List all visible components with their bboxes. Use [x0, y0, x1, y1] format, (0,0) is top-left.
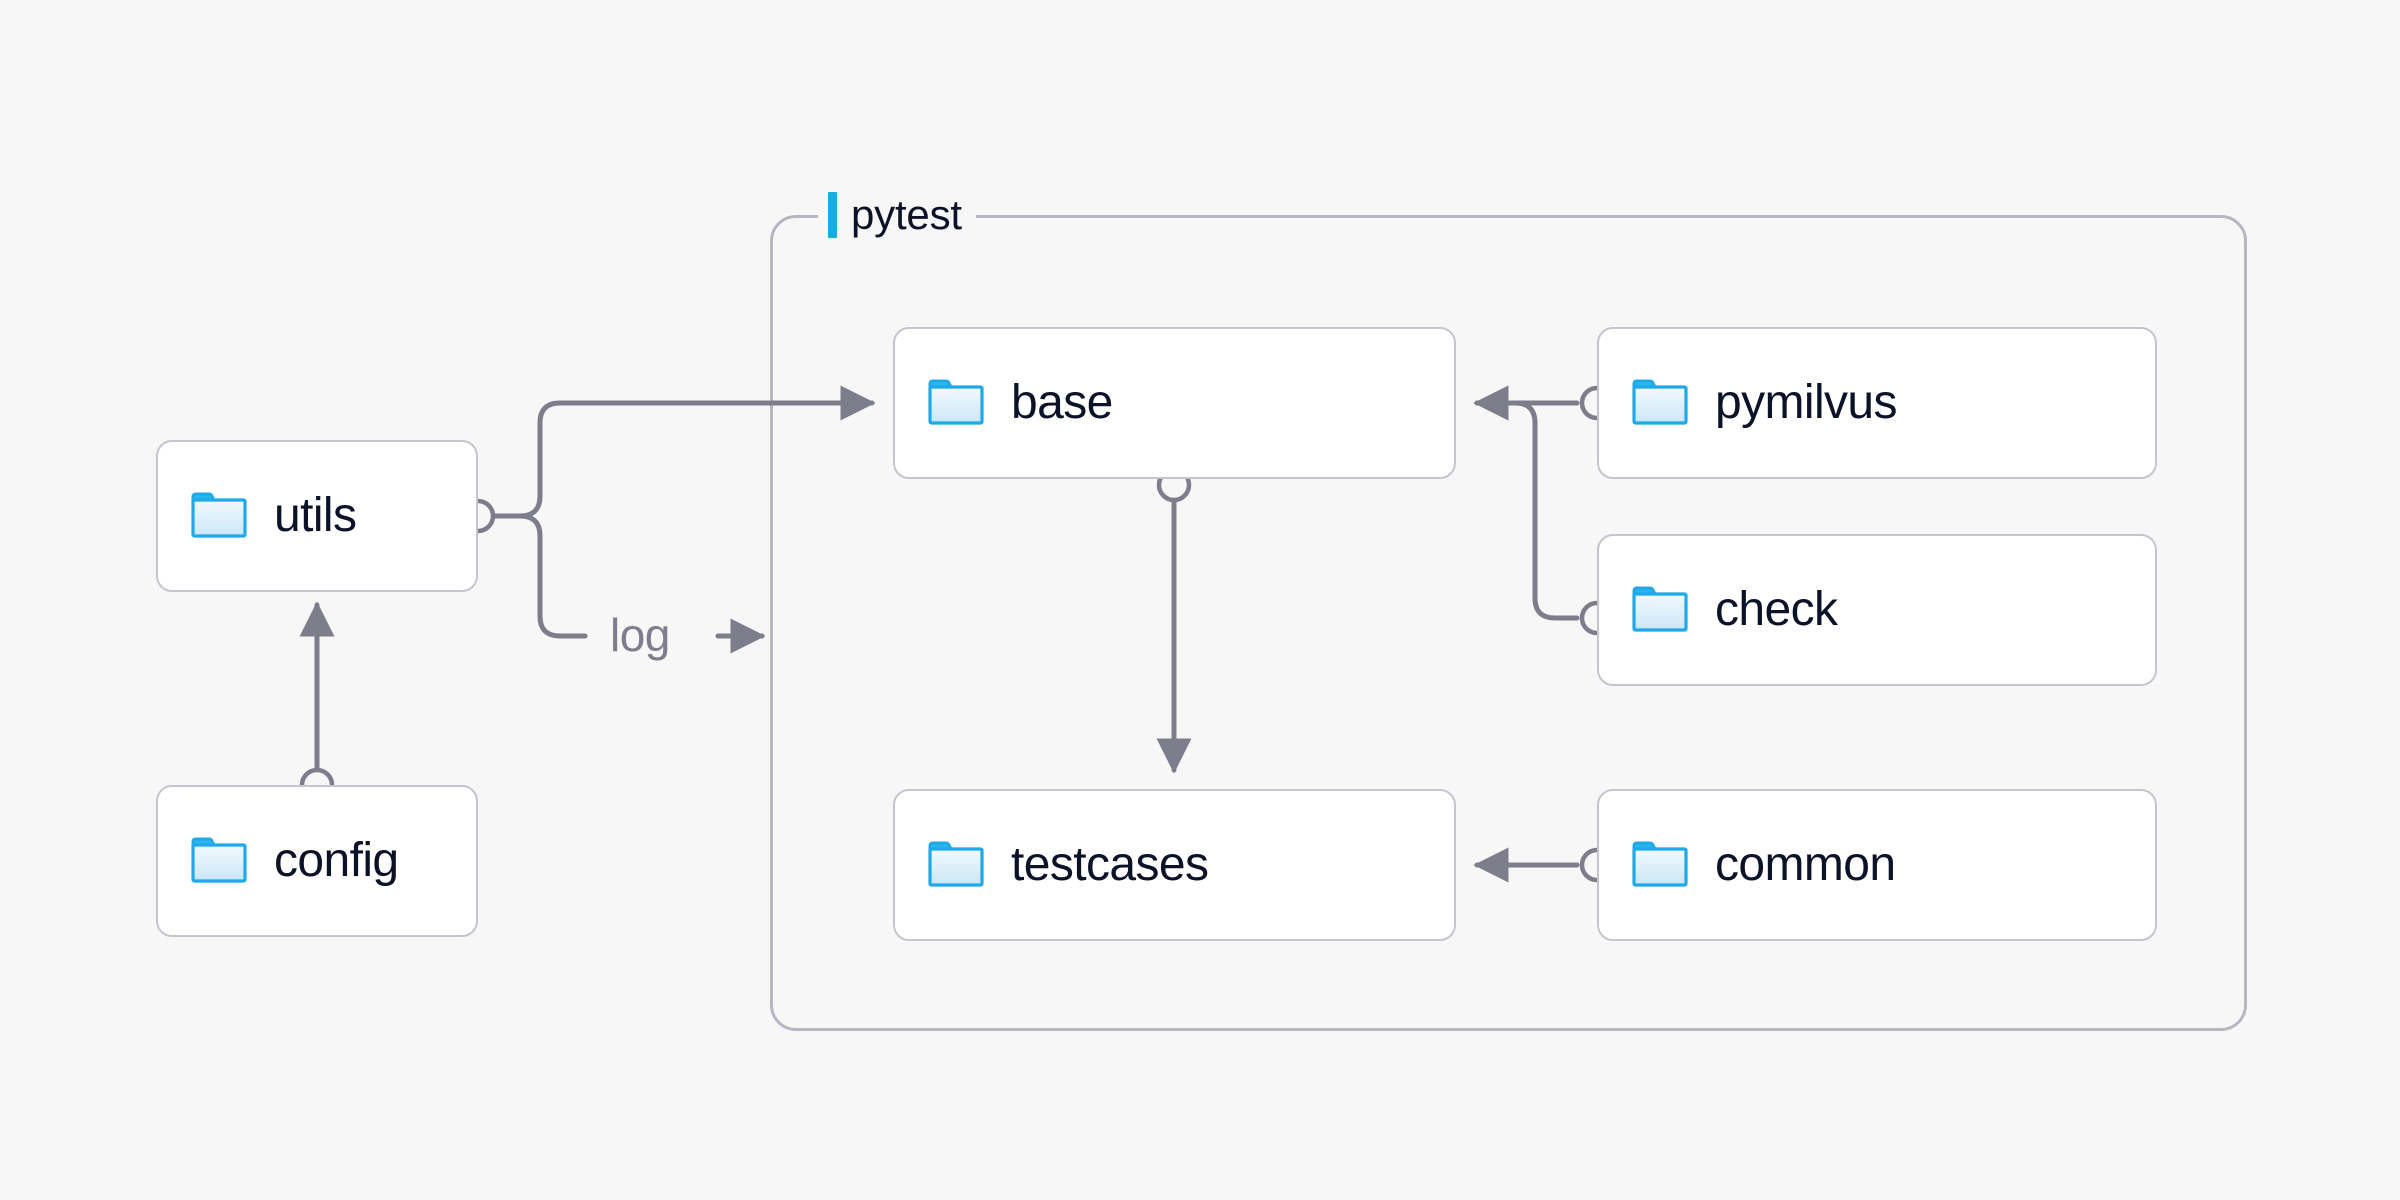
- folder-icon: [1632, 379, 1688, 425]
- edge-label-log: log: [600, 612, 680, 658]
- folder-icon: [1632, 586, 1688, 632]
- folder-icon: [191, 837, 247, 883]
- node-base[interactable]: base: [893, 327, 1456, 479]
- group-container-pytest[interactable]: [770, 215, 2247, 1031]
- node-utils[interactable]: utils: [156, 440, 478, 592]
- group-label-pytest: pytest: [818, 187, 976, 243]
- node-label: check: [1715, 583, 1838, 636]
- node-label: utils: [274, 489, 357, 542]
- node-config[interactable]: config: [156, 785, 478, 937]
- node-check[interactable]: check: [1597, 534, 2157, 686]
- node-common[interactable]: common: [1597, 789, 2157, 941]
- node-label: pymilvus: [1715, 376, 1898, 429]
- node-label: common: [1715, 838, 1896, 891]
- node-label: config: [274, 834, 399, 887]
- node-pymilvus[interactable]: pymilvus: [1597, 327, 2157, 479]
- node-label: testcases: [1011, 838, 1209, 891]
- folder-icon: [1632, 841, 1688, 887]
- edge-utils-to-log[interactable]: [490, 513, 588, 639]
- accent-bar-icon: [828, 192, 837, 238]
- folder-icon: [191, 492, 247, 538]
- folder-icon: [928, 841, 984, 887]
- node-label: base: [1011, 376, 1113, 429]
- node-testcases[interactable]: testcases: [893, 789, 1456, 941]
- folder-icon: [928, 379, 984, 425]
- group-title: pytest: [851, 191, 962, 238]
